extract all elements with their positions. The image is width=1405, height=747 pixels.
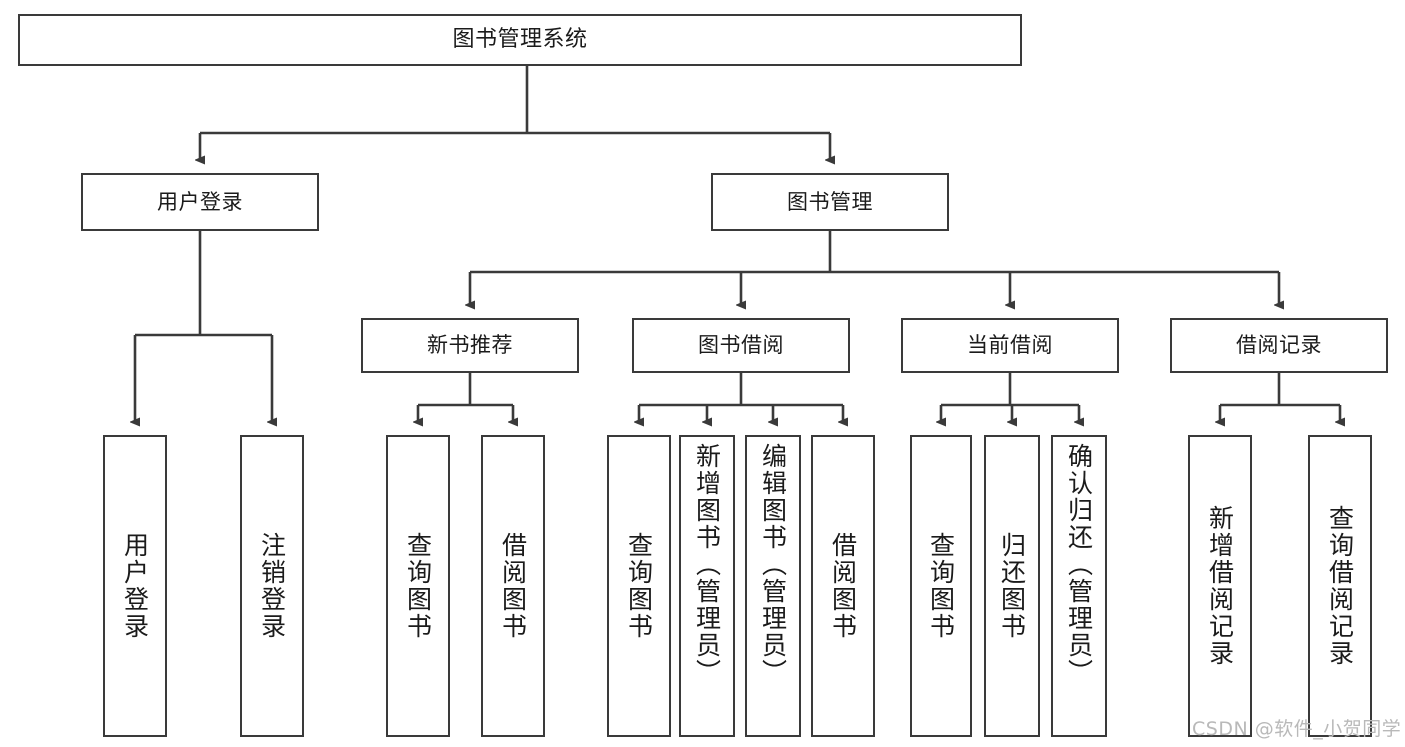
node-leaf-confirm-return-admin[interactable]: 确认归还（管理员）	[1051, 435, 1107, 737]
node-label: 查询借阅记录	[1325, 505, 1355, 667]
node-leaf-user-login[interactable]: 用户登录	[103, 435, 167, 737]
node-label: 借阅记录	[1236, 333, 1322, 358]
node-label: 新书推荐	[427, 333, 513, 358]
node-label: 借阅图书	[828, 532, 858, 640]
node-label: 新增借阅记录	[1205, 505, 1235, 667]
node-label: 编辑图书（管理员）	[758, 443, 788, 686]
node-leaf-add-book-admin[interactable]: 新增图书（管理员）	[679, 435, 735, 737]
node-leaf-query-book-borrowing[interactable]: 查询图书	[607, 435, 671, 737]
node-user-login[interactable]: 用户登录	[81, 173, 319, 231]
node-leaf-return-book[interactable]: 归还图书	[984, 435, 1040, 737]
node-label: 新增图书（管理员）	[692, 443, 722, 686]
csdn-watermark: CSDN @软件_小贺同学	[1192, 718, 1402, 740]
node-label: 查询图书	[403, 532, 433, 640]
node-label: 用户登录	[120, 532, 150, 640]
node-label: 当前借阅	[967, 333, 1053, 358]
node-leaf-query-borrowing-record[interactable]: 查询借阅记录	[1308, 435, 1372, 737]
node-leaf-borrow-book-recommendation[interactable]: 借阅图书	[481, 435, 545, 737]
node-book-borrowing[interactable]: 图书借阅	[632, 318, 850, 373]
node-book-management[interactable]: 图书管理	[711, 173, 949, 231]
node-label: 用户登录	[157, 189, 243, 214]
node-label: 确认归还（管理员）	[1064, 443, 1094, 686]
node-label: 归还图书	[997, 532, 1027, 640]
node-label: 图书管理系统	[452, 27, 588, 53]
node-label: 查询图书	[926, 532, 956, 640]
node-leaf-edit-book-admin[interactable]: 编辑图书（管理员）	[745, 435, 801, 737]
node-label: 图书管理	[787, 189, 873, 214]
node-root-book-management-system[interactable]: 图书管理系统	[18, 14, 1022, 66]
node-label: 借阅图书	[498, 532, 528, 640]
node-label: 图书借阅	[698, 333, 784, 358]
node-leaf-query-book-current[interactable]: 查询图书	[910, 435, 972, 737]
node-label: 注销登录	[257, 532, 287, 640]
node-new-book-recommendation[interactable]: 新书推荐	[361, 318, 579, 373]
node-label: 查询图书	[624, 532, 654, 640]
node-borrowing-record[interactable]: 借阅记录	[1170, 318, 1388, 373]
node-leaf-add-borrowing-record[interactable]: 新增借阅记录	[1188, 435, 1252, 737]
node-leaf-user-logout[interactable]: 注销登录	[240, 435, 304, 737]
node-current-borrowing[interactable]: 当前借阅	[901, 318, 1119, 373]
node-leaf-borrow-book-borrowing[interactable]: 借阅图书	[811, 435, 875, 737]
node-leaf-query-book-recommendation[interactable]: 查询图书	[386, 435, 450, 737]
